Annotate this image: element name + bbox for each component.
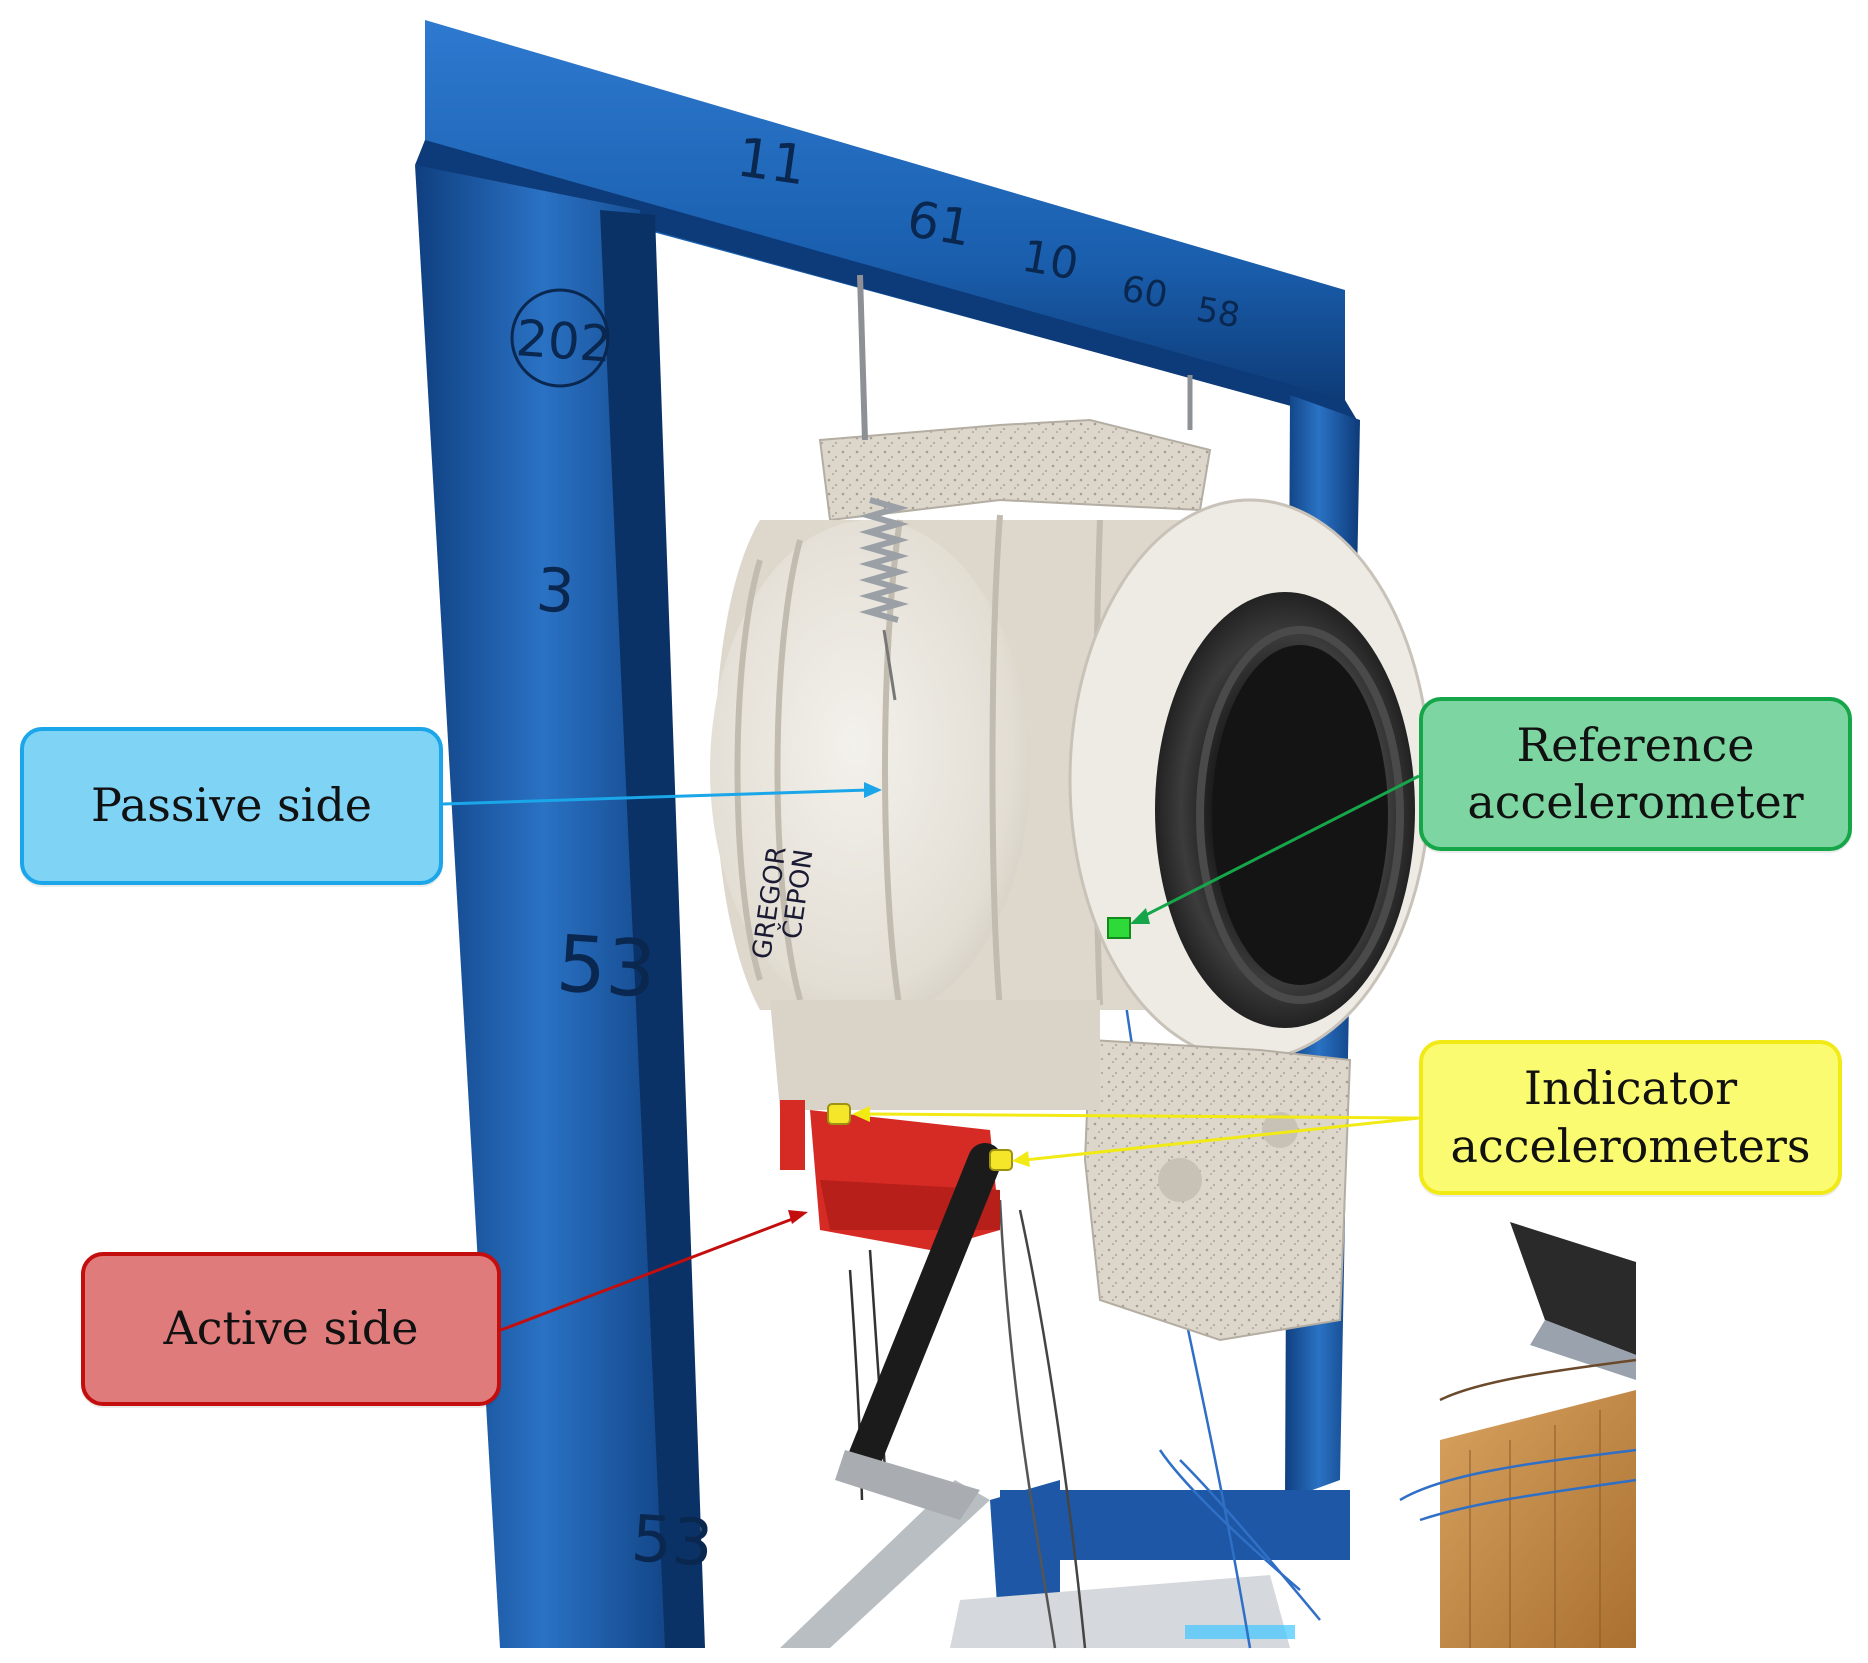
top-counterweight: [818, 418, 1212, 522]
callout-label: accelerometer: [1467, 775, 1804, 829]
indicator-accelerometer-sensor: [989, 1149, 1013, 1171]
callout-label: Active side: [163, 1301, 419, 1356]
push-rod: [843, 1143, 1002, 1487]
passive-arrow: [442, 782, 882, 806]
callout-label: Passive side: [90, 778, 373, 833]
accelerometers: [827, 917, 1131, 1171]
frame-mark: 11: [733, 125, 810, 197]
active-arrow: [500, 1210, 808, 1332]
frame-mark: 10: [1018, 231, 1082, 291]
frame-mark: 53: [629, 1502, 715, 1582]
frame-mark: 53: [554, 919, 659, 1016]
frame-mark: 58: [1193, 289, 1243, 336]
callout-arrows: [442, 774, 1420, 1332]
frame-mark: 202: [514, 309, 613, 374]
test-base: [780, 1480, 1350, 1648]
active-side-callout: Active side: [81, 1252, 501, 1406]
callout-label: Indicator: [1523, 1061, 1738, 1115]
frame-mark: 61: [903, 190, 976, 258]
frame-top-beam: [425, 20, 1345, 420]
passive-side-callout: Passive side: [20, 727, 443, 885]
actuator: [780, 1100, 1002, 1520]
frame-mark: 60: [1118, 268, 1170, 316]
indicator-accelerometers-callout: Indicator accelerometers: [1419, 1040, 1842, 1195]
workbench: [1440, 1222, 1636, 1648]
lower-counterweight: [1083, 1038, 1352, 1342]
spring: [859, 497, 909, 623]
callout-label: Reference: [1516, 717, 1755, 772]
reference-accelerometer-sensor: [1107, 917, 1131, 939]
laptop: [1510, 1222, 1636, 1355]
reference-accelerometer-callout: Reference accelerometer: [1419, 697, 1852, 851]
reference-arrow: [1130, 774, 1420, 924]
callout-label: accelerometers: [1450, 1118, 1811, 1173]
suspension: [857, 274, 1193, 701]
indicator-arrow: [1012, 1116, 1420, 1167]
indicator-arrow: [852, 1106, 1420, 1122]
indicator-accelerometer-sensor: [827, 1103, 851, 1125]
frame-mark: 3: [534, 555, 577, 627]
